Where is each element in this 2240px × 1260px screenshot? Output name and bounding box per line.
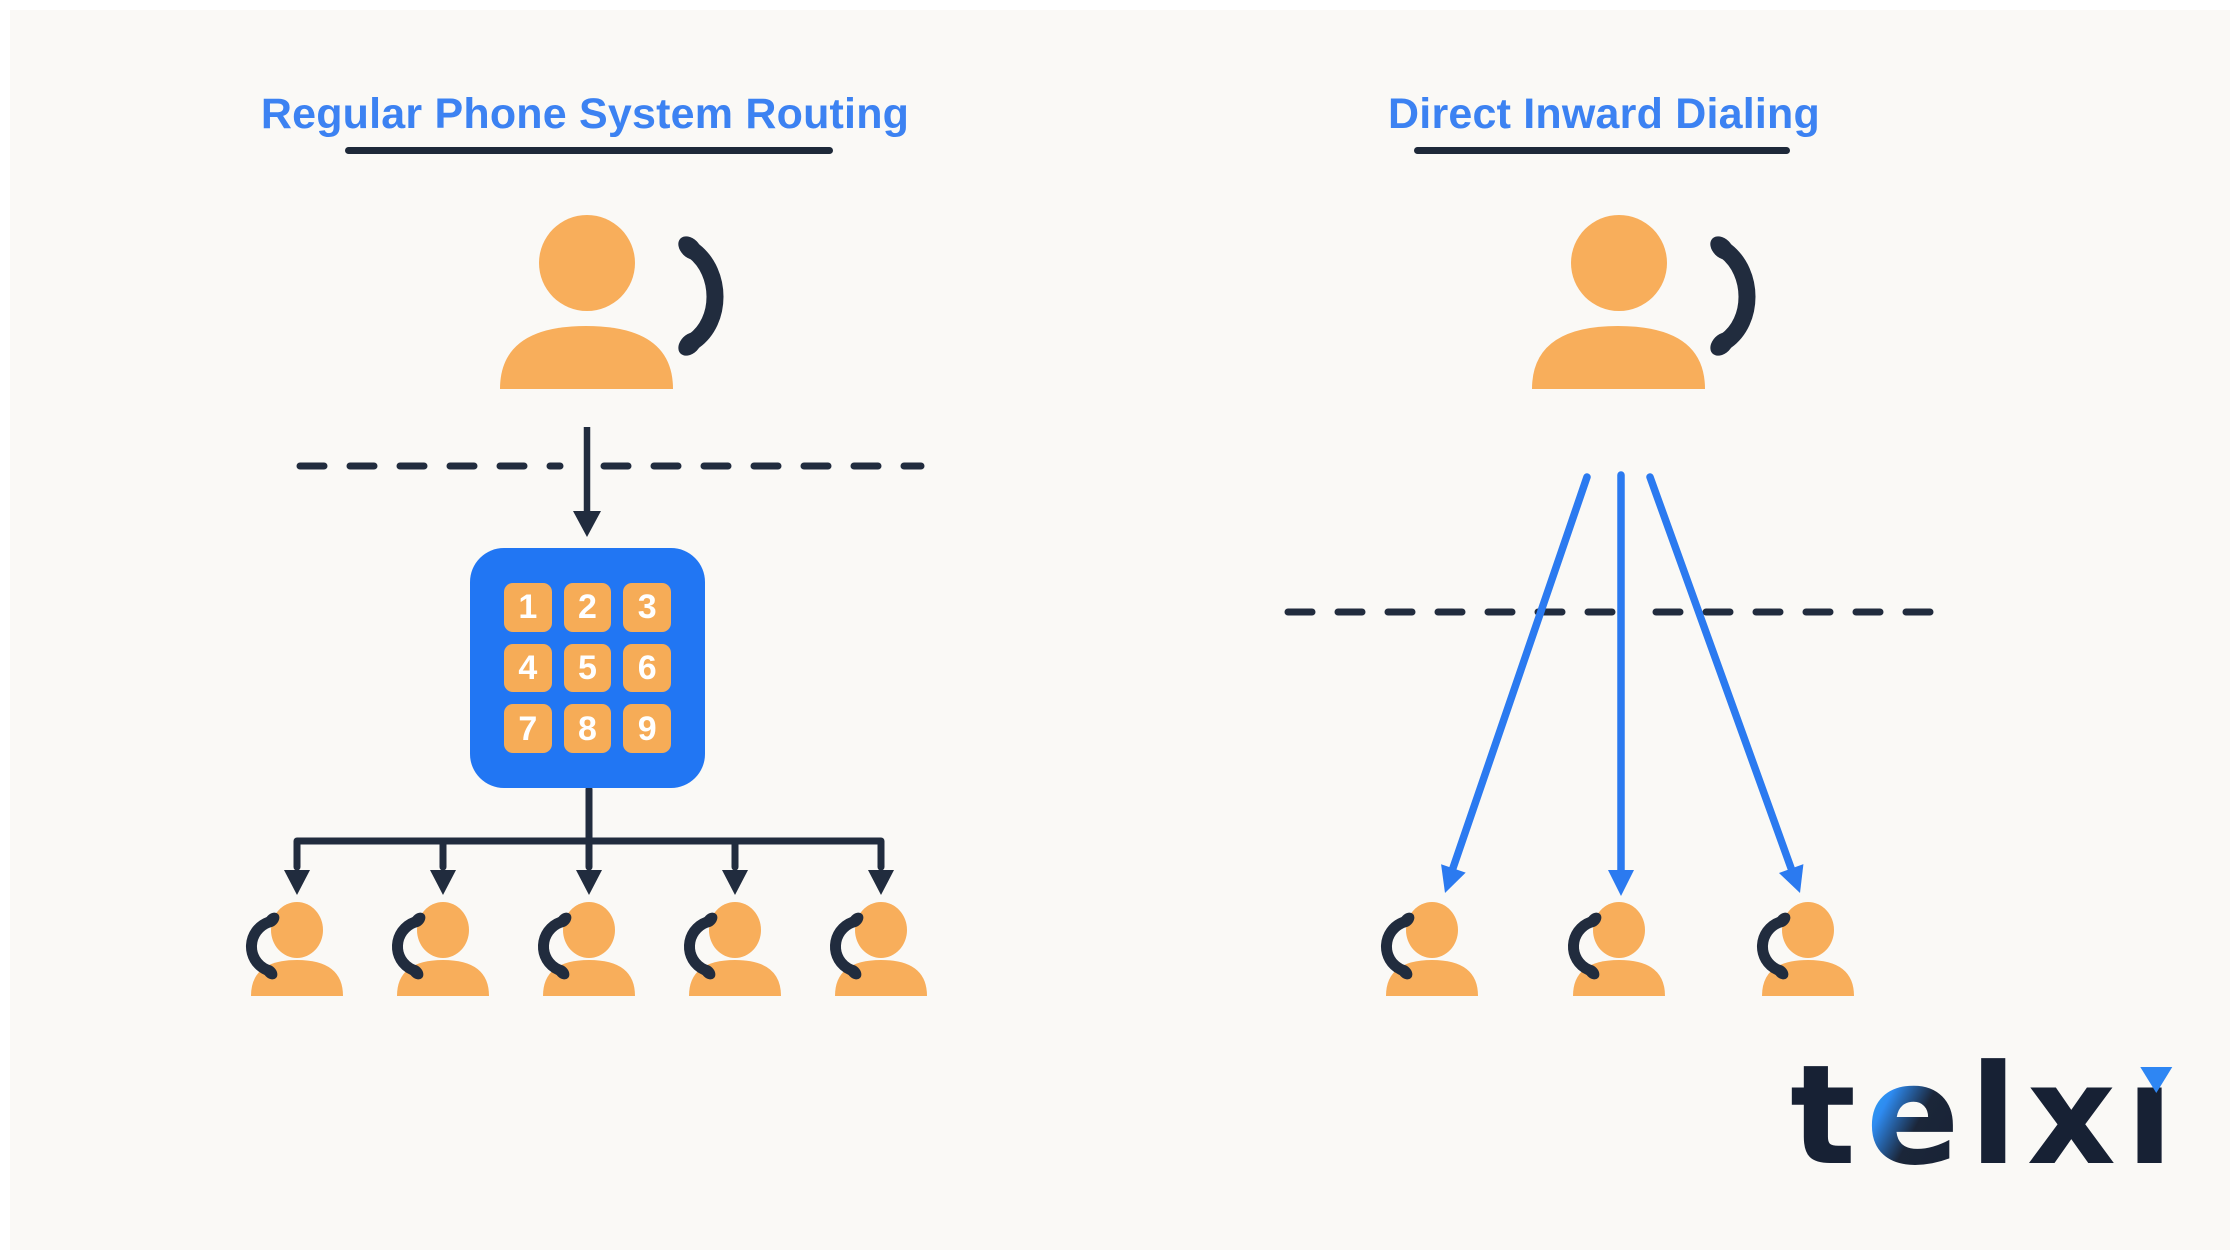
agent-icon — [229, 900, 345, 998]
keypad-key: 6 — [623, 643, 671, 693]
agent-icon — [1740, 900, 1856, 998]
agent-icon — [375, 900, 491, 998]
keypad-key: 7 — [504, 704, 552, 753]
infographic-background — [10, 10, 2230, 1250]
caller-icon — [1530, 215, 1760, 389]
keypad-key: 9 — [623, 704, 671, 753]
keypad: 1 2 3 4 5 6 7 8 9 — [470, 548, 705, 788]
right-title-underline — [1414, 147, 1790, 154]
logo-letter-x: x — [2026, 1035, 2126, 1196]
agent-icon — [1364, 900, 1480, 998]
left-panel-title: Regular Phone System Routing — [260, 90, 910, 138]
logo-letter-e: e — [1865, 1035, 1970, 1196]
agent-icon — [1551, 900, 1667, 998]
keypad-key: 4 — [504, 643, 552, 693]
routing-tree-arrowheads — [284, 870, 894, 895]
keypad-key: 2 — [563, 583, 612, 632]
keypad-key: 1 — [504, 583, 552, 632]
keypad-key: 8 — [563, 704, 612, 753]
logo-triangle-icon — [2139, 1067, 2172, 1093]
agent-icon — [813, 900, 929, 998]
right-panel-title: Direct Inward Dialing — [1388, 90, 1820, 138]
logo-letter-t: t — [1790, 1035, 1866, 1196]
logo-letter-i: ı — [2125, 1035, 2184, 1196]
keypad-key: 5 — [563, 643, 612, 693]
left-title-underline — [345, 147, 833, 154]
logo-letter-l: l — [1969, 1035, 2027, 1196]
agent-icon — [521, 900, 637, 998]
caller-icon — [498, 215, 728, 389]
agent-icon — [667, 900, 783, 998]
keypad-key: 3 — [623, 583, 671, 632]
routing-tree — [293, 785, 885, 871]
direct-dial-arrows — [1441, 471, 1804, 896]
left-down-arrow — [573, 427, 601, 537]
